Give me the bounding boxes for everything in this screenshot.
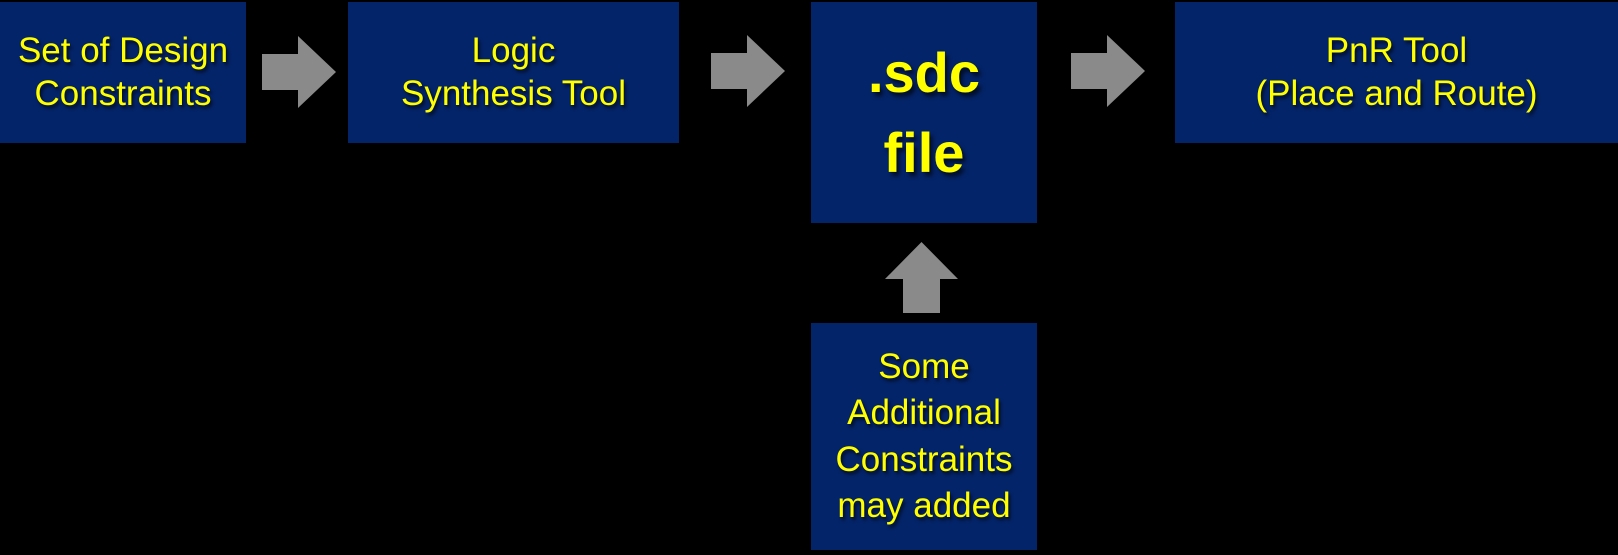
arrow-right-icon: [711, 35, 785, 107]
node-label-logic-synthesis-tool: Logic Synthesis Tool: [400, 30, 627, 113]
arrow-up-icon: [885, 242, 958, 313]
node-sdc-file: .sdc file: [811, 2, 1037, 223]
node-additional-constraints: Some Additional Constraints may added: [811, 323, 1037, 550]
node-logic-synthesis-tool: Logic Synthesis Tool: [348, 2, 679, 143]
arrow-right-icon: [262, 36, 336, 108]
node-set-of-design-constraints: Set of Design Constraints: [0, 2, 246, 143]
node-label-pnr-tool: PnR Tool (Place and Route): [1255, 30, 1538, 113]
node-pnr-tool: PnR Tool (Place and Route): [1175, 2, 1618, 143]
node-label-additional-constraints: Some Additional Constraints may added: [835, 347, 1013, 525]
arrow-right-icon: [1071, 35, 1145, 107]
node-label-sdc-file: .sdc file: [867, 40, 981, 184]
node-label-set-of-design-constraints: Set of Design Constraints: [17, 30, 229, 113]
